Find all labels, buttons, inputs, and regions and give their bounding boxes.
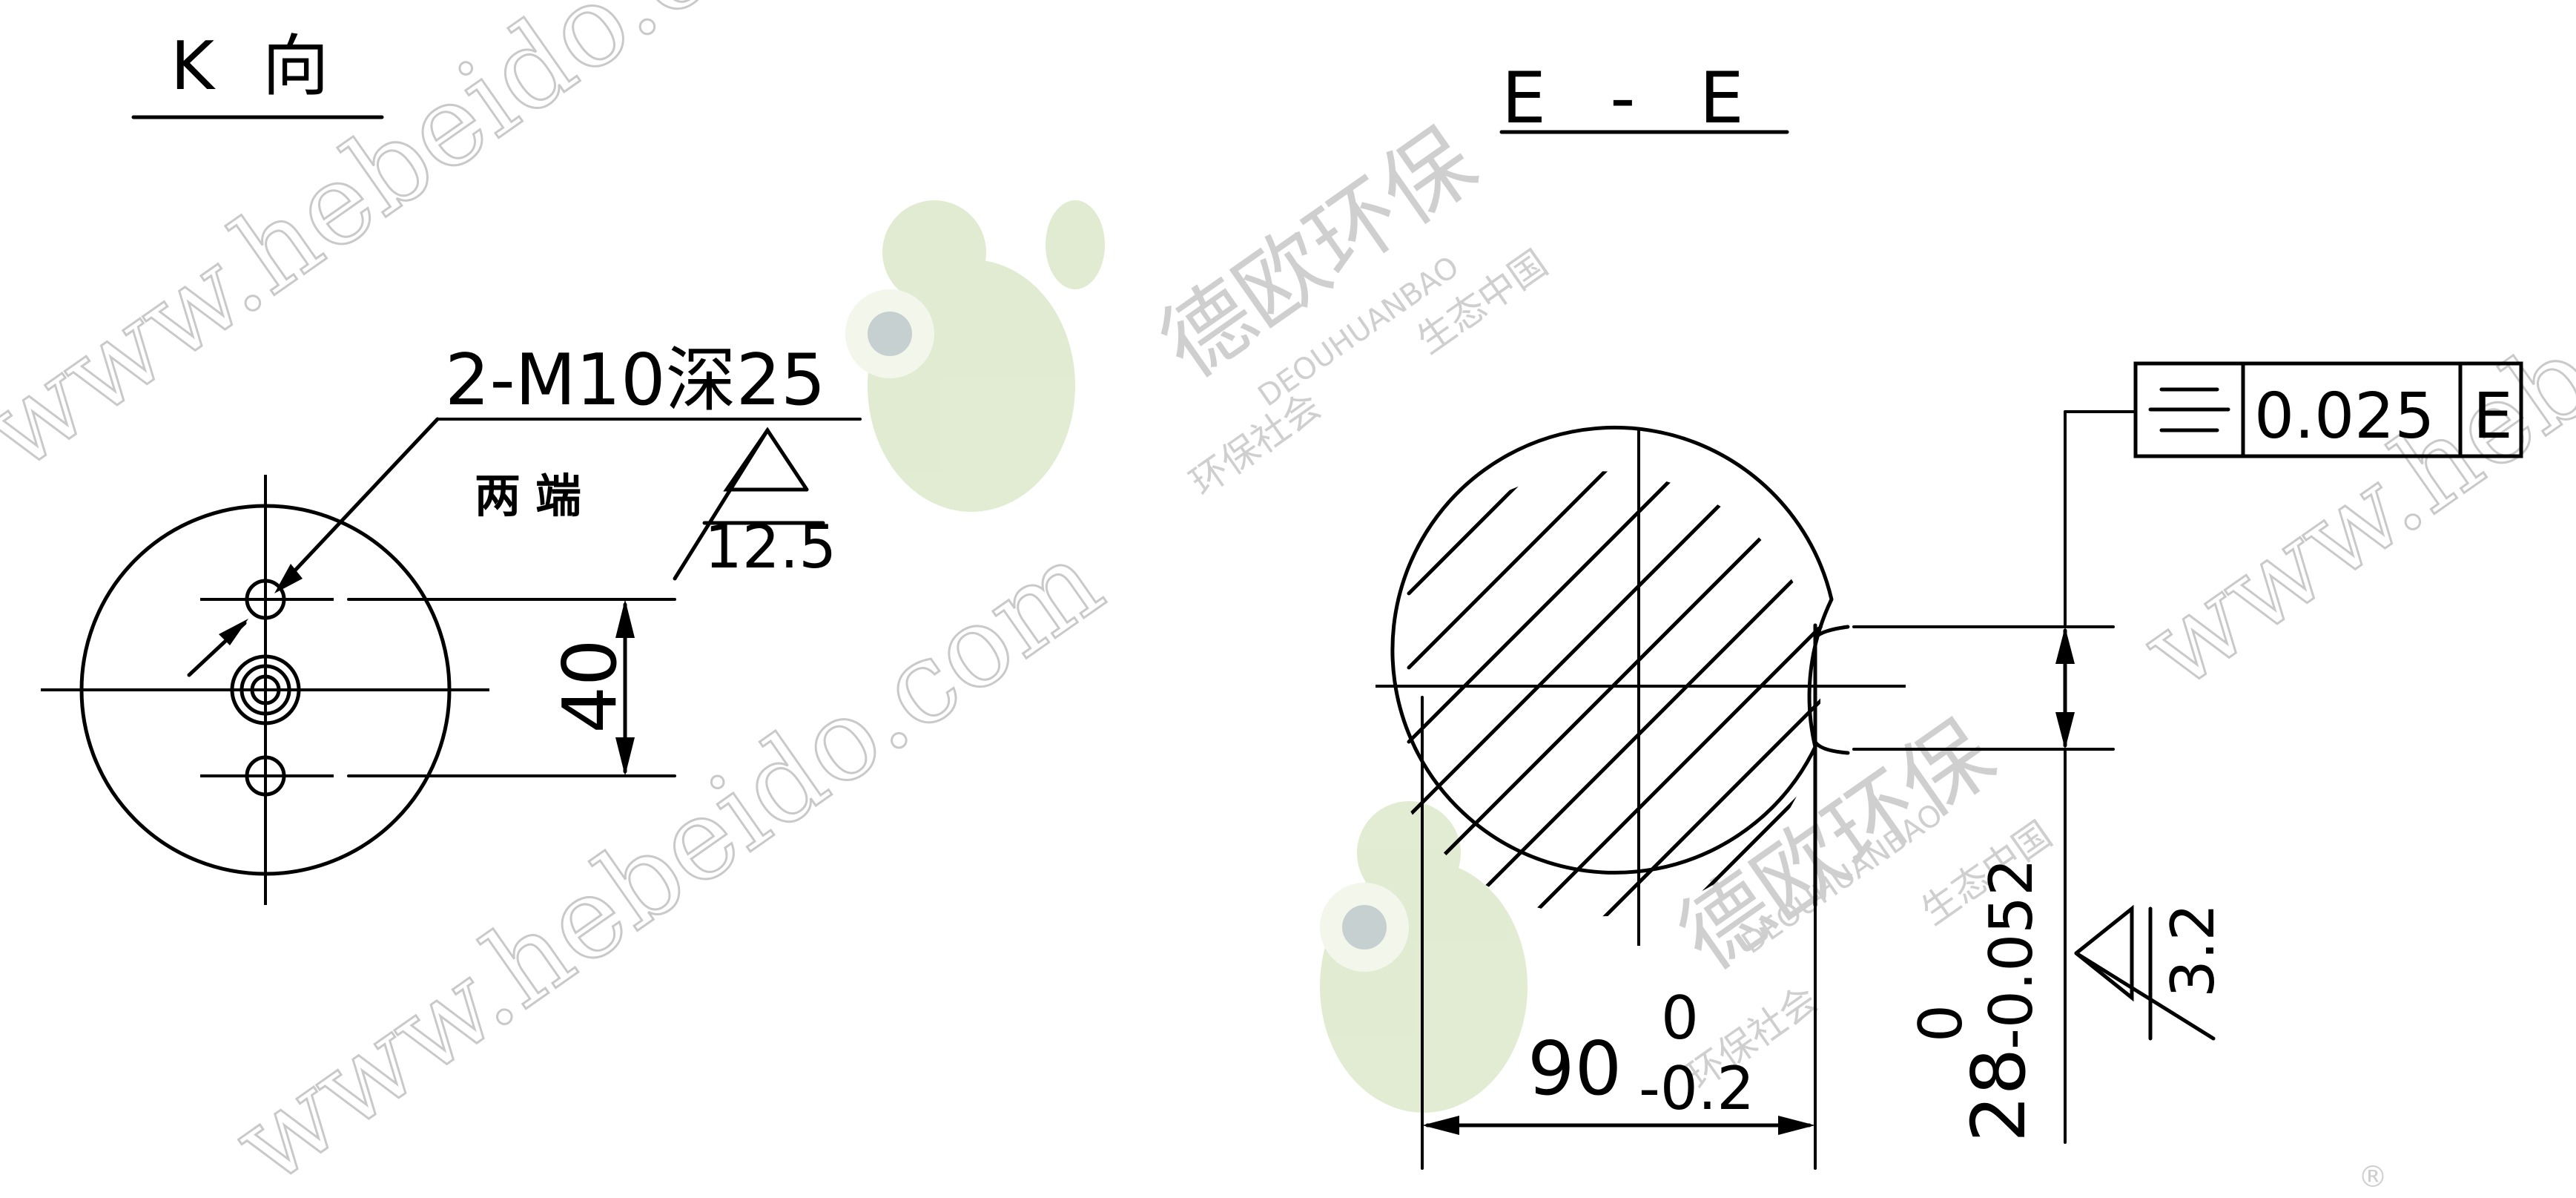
k-view-roughness: 12.5 [704, 513, 836, 582]
registered-mark: ® [2358, 1160, 2388, 1194]
width-dim-lower: -0.2 [1639, 1054, 1754, 1123]
roughness-symbol-icon [2074, 904, 2216, 1041]
roughness-symbol-icon [673, 427, 825, 581]
tolerance-datum: E [2473, 380, 2513, 453]
thread-callout: 2-M10深25 [445, 340, 825, 421]
frog-mascot-icon [845, 200, 1105, 512]
watermark-slogan-left: 环保社会 [1183, 384, 1329, 504]
slot-dim-nominal: 28 [1955, 1048, 2042, 1142]
e-section-roughness: 3.2 [2159, 904, 2227, 998]
tolerance-value: 0.025 [2254, 380, 2434, 453]
width-dim-nominal: 90 [1528, 1025, 1622, 1112]
slot-dim-upper: 0 [1906, 1004, 1975, 1042]
watermark-url-right: www.hebeido.com [2120, 22, 2576, 715]
e-section: E - E [1375, 58, 2523, 1170]
section-outline [1390, 425, 1834, 907]
geometric-tolerance-frame: 0.025 E [2133, 361, 2523, 458]
watermark-url-center-left: www.hebeido.com [211, 516, 1124, 1198]
slot-dim-lower: -0.052 [1977, 858, 2046, 1050]
watermark-brand-cn-2: 德欧环保 [1662, 702, 2012, 990]
width-dim-upper: 0 [1661, 984, 1699, 1053]
thread-note: 两端 [475, 469, 596, 523]
k-view: K 向 40 2-M10深25 两端 [41, 27, 862, 905]
symmetry-icon [2148, 387, 2230, 432]
k-view-title: K 向 [171, 27, 343, 105]
e-section-title: E - E [1502, 58, 1765, 139]
spacing-dimension: 40 [546, 639, 633, 733]
